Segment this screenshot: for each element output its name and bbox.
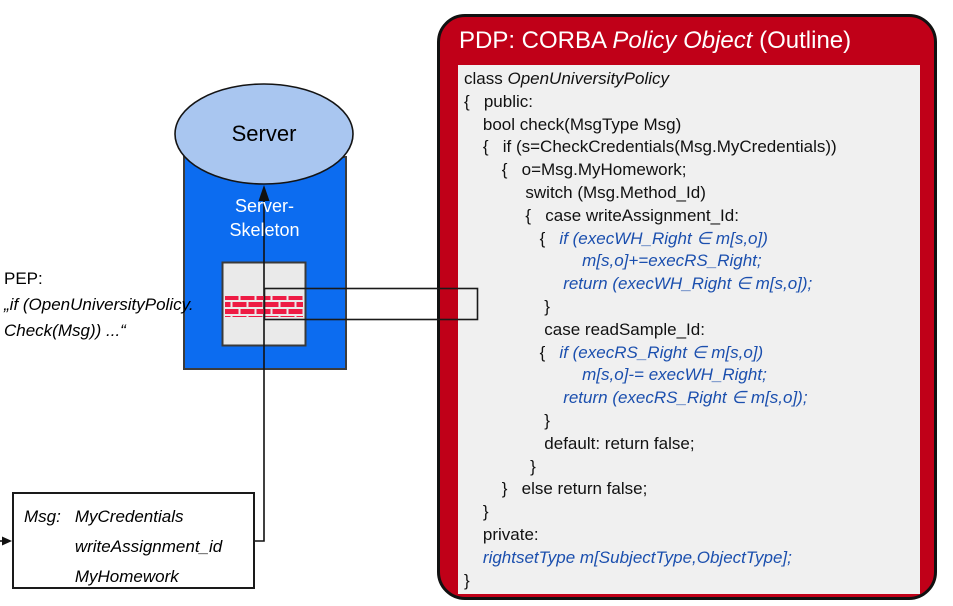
pep-code-line2: Check(Msg)) ...“ [4, 321, 126, 340]
code-segment [464, 548, 483, 567]
code-segment: case readSample_Id: [464, 319, 705, 339]
code-segment: private: [464, 524, 539, 544]
code-line: m[s,o]+=execRS_Right; [464, 250, 920, 273]
code-segment: return (execWH_Right ∈ m[s,o]); [563, 274, 813, 294]
message-arrow-line [255, 193, 265, 542]
code-line: } [464, 501, 920, 524]
code-segment: bool check(MsgType Msg) [464, 114, 682, 134]
code-segment: if (execWH_Right ∈ m[s,o]) [559, 228, 768, 248]
pdp-title: PDP: CORBA Policy Object (Outline) [459, 27, 934, 55]
code-line: return (execWH_Right ∈ m[s,o]); [464, 273, 920, 296]
server-skeleton-label-line2: Skeleton [229, 220, 300, 240]
code-segment: default: return false; [464, 433, 695, 453]
code-segment: { [464, 342, 560, 362]
code-line: case readSample_Id: [464, 319, 920, 342]
code-segment [464, 388, 563, 407]
code-segment: OpenUniversityPolicy [507, 69, 670, 88]
code-segment: { public: [464, 91, 533, 111]
pdp-title-suffix: (Outline) [752, 27, 852, 54]
msg-item: MyCredentials [74, 507, 184, 526]
code-segment: } [464, 456, 536, 476]
msg-item: MyHomework [74, 567, 179, 586]
code-line: return (execRS_Right ∈ m[s,o]); [464, 387, 920, 410]
server-skeleton-label-line1: Server- [234, 196, 294, 216]
code-segment: } [464, 502, 489, 522]
pdp-title-prefix: PDP: CORBA [459, 27, 613, 54]
code-line: class OpenUniversityPolicy [464, 68, 920, 91]
code-segment: class [464, 69, 508, 88]
pep-label: PEP: „if (OpenUniversityPolicy. Check(Ms… [4, 266, 244, 344]
code-segment: m[s,o]+=execRS_Right; [582, 251, 762, 271]
code-line: } [464, 296, 920, 319]
code-line: { if (execWH_Right ∈ m[s,o]) [464, 228, 920, 251]
code-line: private: [464, 524, 920, 547]
incoming-arrowhead-icon [2, 536, 12, 546]
code-line: { if (execRS_Right ∈ m[s,o]) [464, 342, 920, 365]
code-segment: switch (Msg.Method_Id) [464, 182, 706, 202]
code-segment: rightsetType m[SubjectType,ObjectType]; [482, 547, 792, 567]
code-segment: { if (s=CheckCredentials(Msg.MyCredentia… [464, 137, 837, 157]
server-skeleton-label: Server- Skeleton [183, 194, 346, 242]
code-segment: } [464, 410, 550, 430]
code-segment [464, 274, 563, 293]
code-segment: m[s,o]-= execWH_Right; [582, 365, 767, 385]
code-line: default: return false; [464, 433, 920, 456]
pdp-code: class OpenUniversityPolicy{ public: bool… [458, 65, 920, 594]
code-segment: { o=Msg.MyHomework; [464, 160, 687, 180]
pep-title: PEP: [4, 269, 43, 288]
code-segment: } else return false; [464, 479, 648, 499]
pdp-panel: PDP: CORBA Policy Object (Outline) class… [437, 14, 937, 600]
code-line: rightsetType m[SubjectType,ObjectType]; [464, 547, 920, 570]
code-segment [464, 251, 582, 270]
code-line: { case writeAssignment_Id: [464, 205, 920, 228]
code-line: bool check(MsgType Msg) [464, 114, 920, 137]
code-line: switch (Msg.Method_Id) [464, 182, 920, 205]
code-line: } else return false; [464, 478, 920, 501]
msg-item: writeAssignment_id [74, 537, 223, 556]
code-line: } [464, 570, 920, 593]
server-label: Server [231, 121, 297, 146]
code-segment: } [464, 570, 470, 590]
code-segment: { case writeAssignment_Id: [464, 205, 739, 225]
msg-label: Msg: [24, 507, 61, 526]
code-line: m[s,o]-= execWH_Right; [464, 364, 920, 387]
code-segment [464, 365, 582, 384]
code-line: } [464, 410, 920, 433]
code-segment: if (execRS_Right ∈ m[s,o]) [559, 342, 764, 362]
code-line: { public: [464, 91, 920, 114]
code-line: { if (s=CheckCredentials(Msg.MyCredentia… [464, 136, 920, 159]
code-segment: { [464, 228, 560, 248]
code-line: } [464, 456, 920, 479]
pdp-title-italic: Policy Object [612, 27, 753, 54]
code-segment: return (execRS_Right ∈ m[s,o]); [563, 388, 808, 408]
pep-code-line1: „if (OpenUniversityPolicy. [4, 295, 194, 314]
code-segment: } [464, 296, 550, 316]
code-line: { o=Msg.MyHomework; [464, 159, 920, 182]
